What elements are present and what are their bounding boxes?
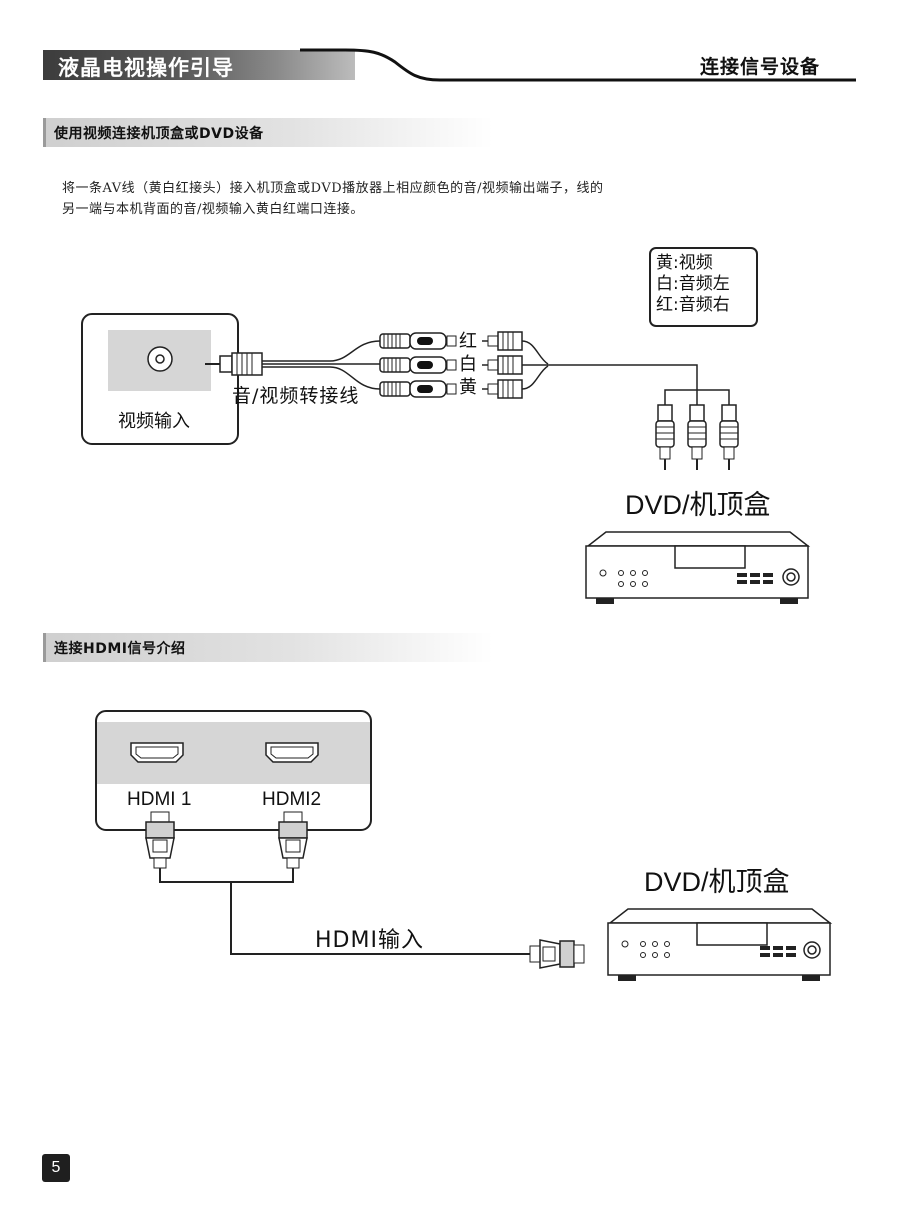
av-cable-to-device [548,364,730,405]
legend-yellow-video: 黄:视频 [656,253,713,273]
hdmi-plug-device [529,939,585,969]
dvd-label-hdmi: DVD/机顶盒 [644,867,790,897]
rca-vertical-plugs [655,404,739,470]
header-banner [43,50,355,80]
hdmi-plug-2 [278,811,308,869]
legend-red-audio-right: 红:音频右 [656,295,730,315]
rca-female-connectors [379,332,457,398]
hdmi1-port-label: HDMI 1 [127,789,192,810]
hdmi2-port-label: HDMI2 [262,789,322,810]
section-bar-hdmi [43,633,493,662]
dvd-player-av [585,531,811,604]
header-swoosh [300,48,856,82]
section-title-hdmi: 连接HDMI信号介绍 [54,641,186,657]
section-title-av: 使用视频连接机顶盒或DVD设备 [54,126,264,142]
section-bar-av [43,118,493,147]
tv-video-input-label: 视频输入 [118,411,190,432]
header-section-label: 连接信号设备 [700,56,821,78]
dvd-label-av: DVD/机顶盒 [625,490,771,520]
hdmi-plug-1 [145,811,175,869]
av-cable-label: 音/视频转接线 [232,385,360,407]
header-title: 液晶电视操作引导 [58,56,234,80]
paragraph-line-1: 将一条AV线（黄白红接头）接入机顶盒或DVD播放器上相应颜色的音/视频输出端子，… [62,181,604,196]
hdmi-port-2 [265,742,319,763]
legend-white-audio-left: 白:音频左 [656,274,730,294]
dvd-player-hdmi [607,908,833,981]
plug-label-red: 红 [459,331,477,352]
hdmi-port-1 [130,742,184,763]
paragraph-line-2: 另一端与本机背面的音/视频输入黄白红端口连接。 [62,202,364,217]
color-legend-box [649,247,758,327]
plug-label-white: 白 [459,354,477,375]
plug-label-yellow: 黄 [459,377,477,398]
av-single-plug [205,352,263,376]
hdmi-cable-label: HDMI输入 [315,928,424,953]
hdmi-cable [159,868,530,955]
rca-male-plugs [482,331,549,399]
page-number: 5 [42,1154,70,1182]
